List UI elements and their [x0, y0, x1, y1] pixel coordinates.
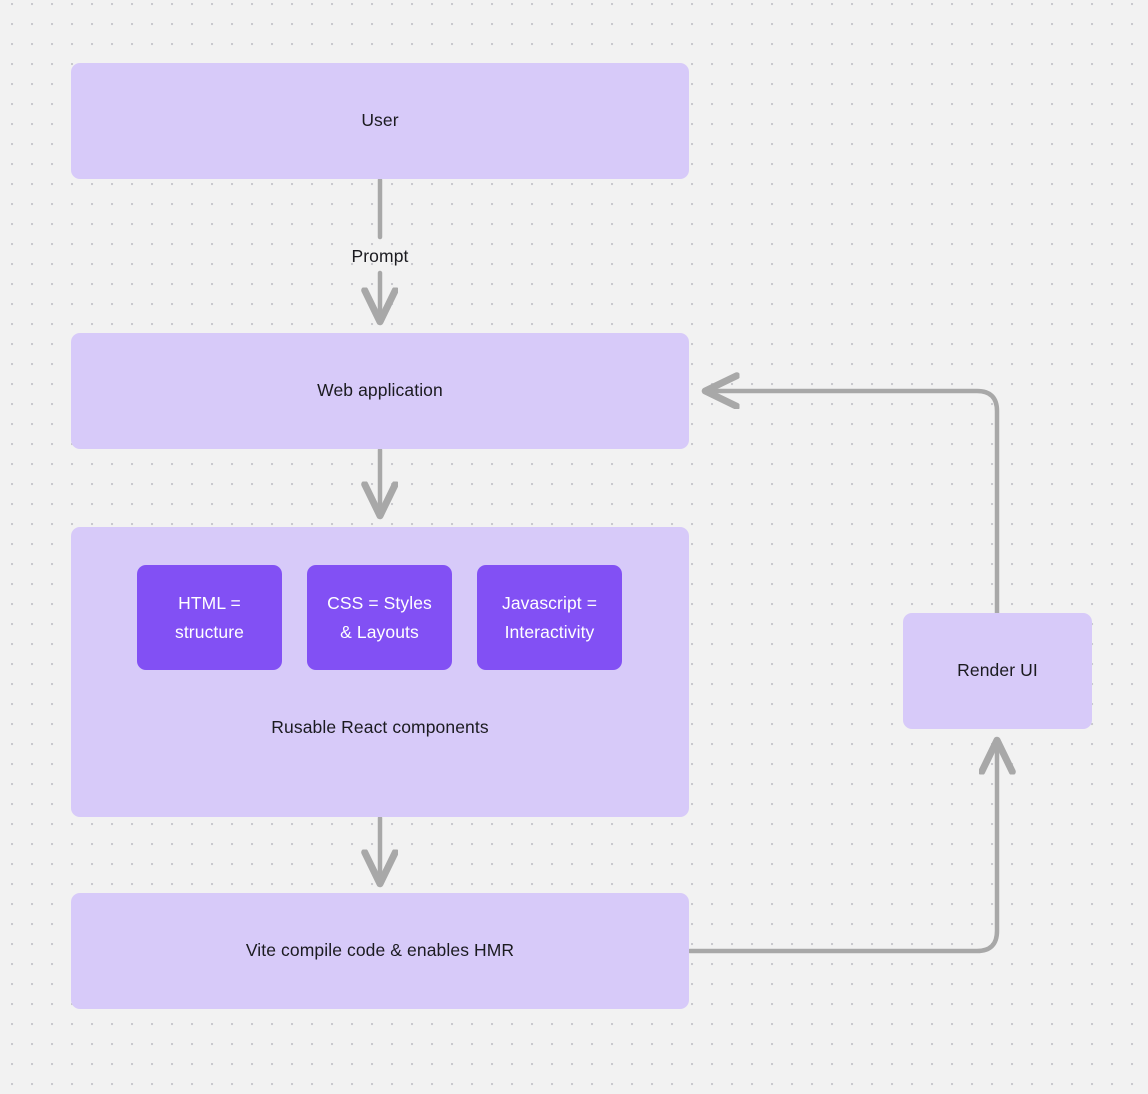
- edge-render-to-webapp: [707, 391, 1000, 616]
- sub-node-javascript[interactable]: Javascript = Interactivity: [477, 565, 622, 670]
- sub-node-javascript-line1: Javascript =: [501, 593, 598, 614]
- sub-node-css-line2: & Layouts: [340, 621, 419, 642]
- node-user-label: User: [361, 110, 399, 131]
- node-web-application[interactable]: Web application: [71, 333, 689, 449]
- edge-label-prompt: Prompt: [351, 246, 409, 266]
- sub-node-javascript-label: Javascript = Interactivity: [502, 589, 597, 646]
- node-react-components-group[interactable]: HTML = structure CSS = Styles & Layouts Ja…: [71, 527, 689, 817]
- sub-node-html-line2: structure: [175, 621, 244, 642]
- node-vite[interactable]: Vite compile code & enables HMR: [71, 893, 689, 1009]
- node-web-application-label: Web application: [317, 380, 443, 401]
- sub-node-css-line1: CSS = Styles: [327, 593, 432, 614]
- edge-vite-to-render: [687, 742, 997, 954]
- node-render-ui-label: Render UI: [957, 660, 1038, 681]
- sub-node-javascript-line2: Interactivity: [504, 621, 595, 642]
- sub-node-html-line1: HTML =: [178, 593, 241, 614]
- node-render-ui[interactable]: Render UI: [903, 613, 1092, 729]
- node-react-components-caption: Rusable React components: [271, 717, 489, 737]
- sub-node-css-label: CSS = Styles & Layouts: [327, 589, 432, 646]
- node-vite-label: Vite compile code & enables HMR: [245, 940, 515, 961]
- sub-node-html-label: HTML = structure: [175, 589, 244, 646]
- sub-node-css[interactable]: CSS = Styles & Layouts: [307, 565, 452, 670]
- sub-node-html[interactable]: HTML = structure: [137, 565, 282, 670]
- node-user[interactable]: User: [71, 63, 689, 179]
